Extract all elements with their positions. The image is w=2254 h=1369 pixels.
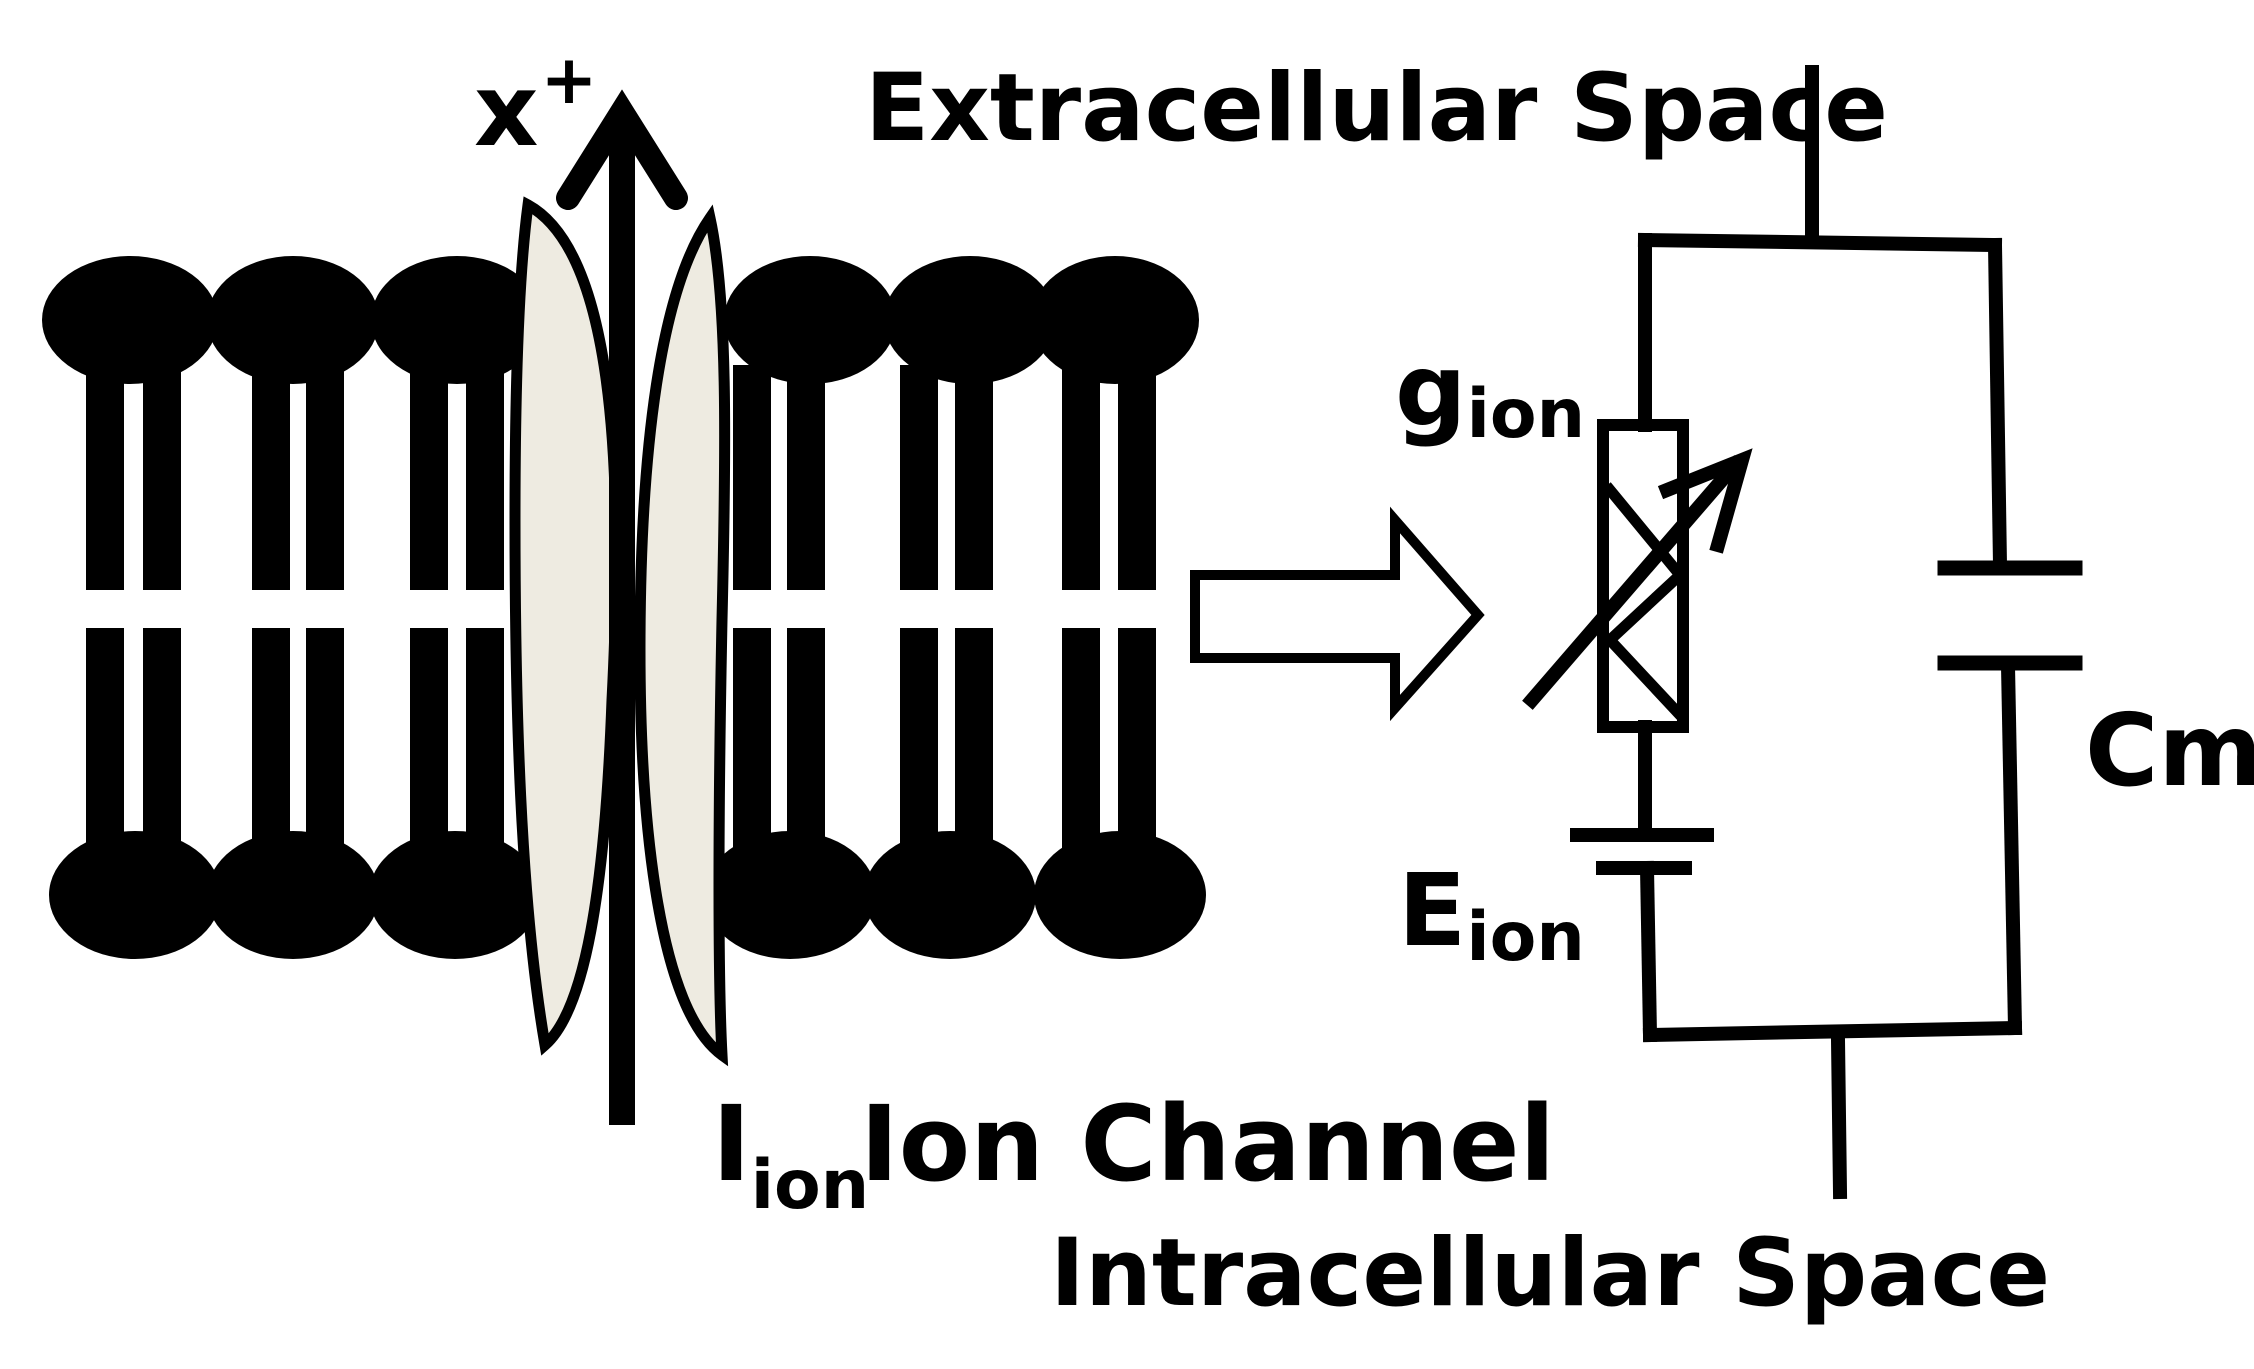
lipid-head — [42, 256, 218, 384]
lipid-tail — [252, 628, 290, 853]
right-branch-top-wire — [1987, 237, 2008, 573]
intracellular-terminal-wire — [1830, 1032, 1848, 1200]
upper-leaflet — [42, 256, 1199, 590]
ion-current-symbol: I — [712, 1083, 751, 1205]
intracellular-space-label: Intracellular Space — [1050, 1219, 2050, 1328]
lipid-tail — [466, 628, 504, 853]
ion-species-label: x+ — [474, 41, 598, 169]
conductance-label: gion — [1395, 332, 1585, 454]
ion-species-symbol: x — [474, 52, 539, 169]
model-transform-arrow — [1190, 506, 1485, 722]
channel-subunit-right — [634, 204, 731, 1067]
ion-current-label: Iion — [712, 1083, 869, 1225]
lipid-tail — [306, 365, 344, 590]
lipid-tail — [955, 365, 993, 590]
lipid-tail — [787, 365, 825, 590]
reversal-potential-subscript: ion — [1466, 898, 1584, 977]
lipid-head — [369, 831, 541, 959]
resistor-zigzag — [1602, 482, 1688, 723]
left-branch-bottom-wire — [1639, 860, 1658, 1043]
lipid-tail — [466, 365, 504, 590]
lipid-tail — [900, 365, 938, 590]
ion-current-subscript: ion — [751, 1146, 869, 1225]
top-rail-wire — [1637, 232, 2003, 253]
equivalent-circuit — [1522, 65, 2083, 1200]
lipid-head — [207, 256, 379, 384]
variable-conductance-arrowhead — [1657, 448, 1753, 554]
lipid-head — [884, 256, 1056, 384]
reversal-potential-label: Eion — [1398, 852, 1585, 977]
lipid-tail — [733, 365, 771, 590]
ion-current-arrowhead — [556, 89, 688, 210]
lipid-head — [864, 831, 1036, 959]
extracellular-space-label: Extracellular Space — [865, 54, 1888, 163]
channel-subunit-left — [509, 196, 622, 1056]
lipid-tail — [955, 628, 993, 853]
ion-channel-label: Ion Channel — [860, 1083, 1555, 1205]
conductance-symbol: g — [1395, 332, 1467, 449]
ion-charge-superscript: + — [541, 41, 598, 120]
ion-channel — [509, 89, 731, 1125]
membrane-capacitance-label: Cm — [2085, 692, 2254, 809]
right-branch-bottom-wire — [2000, 658, 2023, 1036]
conductance-subscript: ion — [1467, 375, 1585, 454]
lipid-head — [704, 831, 876, 959]
lipid-tail — [143, 628, 181, 853]
lipid-head — [371, 256, 543, 384]
lipid-tail — [900, 628, 938, 853]
lipid-head — [207, 831, 379, 959]
lipid-tail — [1118, 628, 1156, 853]
lipid-tail — [1062, 365, 1100, 590]
lower-leaflet — [49, 628, 1206, 959]
lipid-tail — [1118, 365, 1156, 590]
lipid-tail — [1062, 628, 1100, 853]
lipid-bilayer — [42, 256, 1206, 959]
lipid-head — [1031, 256, 1199, 384]
variable-conductance-arrow — [1522, 455, 1745, 710]
bottom-rail-wire — [1642, 1020, 2023, 1043]
lipid-tail — [410, 365, 448, 590]
lipid-head — [724, 256, 896, 384]
lipid-tail — [306, 628, 344, 853]
lipid-tail — [733, 628, 771, 853]
lipid-head — [1034, 831, 1206, 959]
lipid-tail — [86, 628, 124, 853]
lipid-tail — [410, 628, 448, 853]
lipid-tail — [787, 628, 825, 853]
lipid-tail — [86, 365, 124, 590]
reversal-potential-symbol: E — [1398, 852, 1466, 969]
lipid-tail — [252, 365, 290, 590]
lipid-head — [49, 831, 221, 959]
lipid-tail — [143, 365, 181, 590]
